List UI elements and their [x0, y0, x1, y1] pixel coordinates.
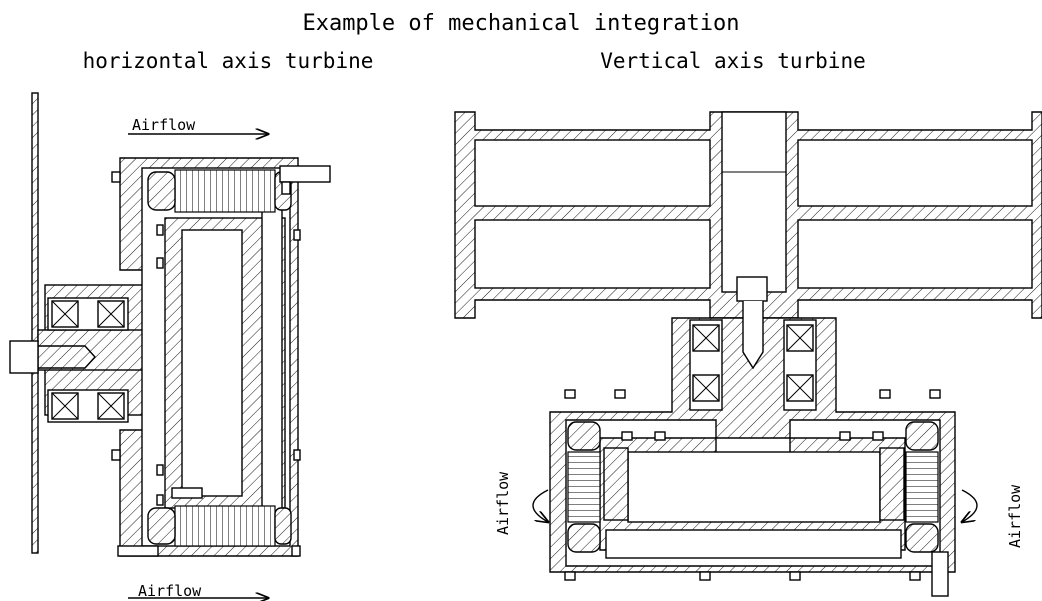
- mast-bore: [721, 111, 787, 293]
- sensor-pin: [279, 165, 331, 183]
- figure-title: Example of mechanical integration: [302, 11, 739, 36]
- bearing-right-vertical: [783, 319, 817, 411]
- bearing-top: [47, 297, 129, 331]
- blade-lower-right: [797, 219, 1033, 289]
- bearing-bottom: [47, 389, 129, 423]
- vertical-turbine-drawing: Airflow Airflow: [454, 111, 1042, 597]
- stator-teeth-top: [174, 169, 276, 213]
- right-subtitle: Vertical axis turbine: [600, 49, 866, 73]
- horizontal-turbine-drawing: Airflow: [9, 92, 331, 600]
- airflow-arrow-right-right: [962, 489, 978, 522]
- stator-teeth-right-vertical: [905, 451, 939, 523]
- airflow-label-bottom-left: Airflow: [138, 582, 202, 600]
- blade-plate: [31, 92, 39, 554]
- blade-upper-right: [797, 139, 1033, 207]
- airflow-arrow-right-left: [532, 489, 548, 522]
- stator-teeth-left-vertical: [567, 451, 601, 523]
- shaft-end: [9, 340, 39, 374]
- airflow-label-right-right: Airflow: [1006, 484, 1024, 548]
- left-subtitle: horizontal axis turbine: [83, 49, 374, 73]
- shaft-bolt: [736, 276, 768, 302]
- sensor-pin-vertical: [931, 551, 949, 597]
- bearing-left-vertical: [689, 319, 723, 411]
- blade-lower-left: [474, 219, 711, 289]
- airflow-label-top-left: Airflow: [132, 116, 196, 134]
- airflow-label-right-left: Airflow: [494, 471, 512, 535]
- stator-teeth-bottom: [174, 505, 276, 547]
- blade-upper-left: [474, 139, 711, 207]
